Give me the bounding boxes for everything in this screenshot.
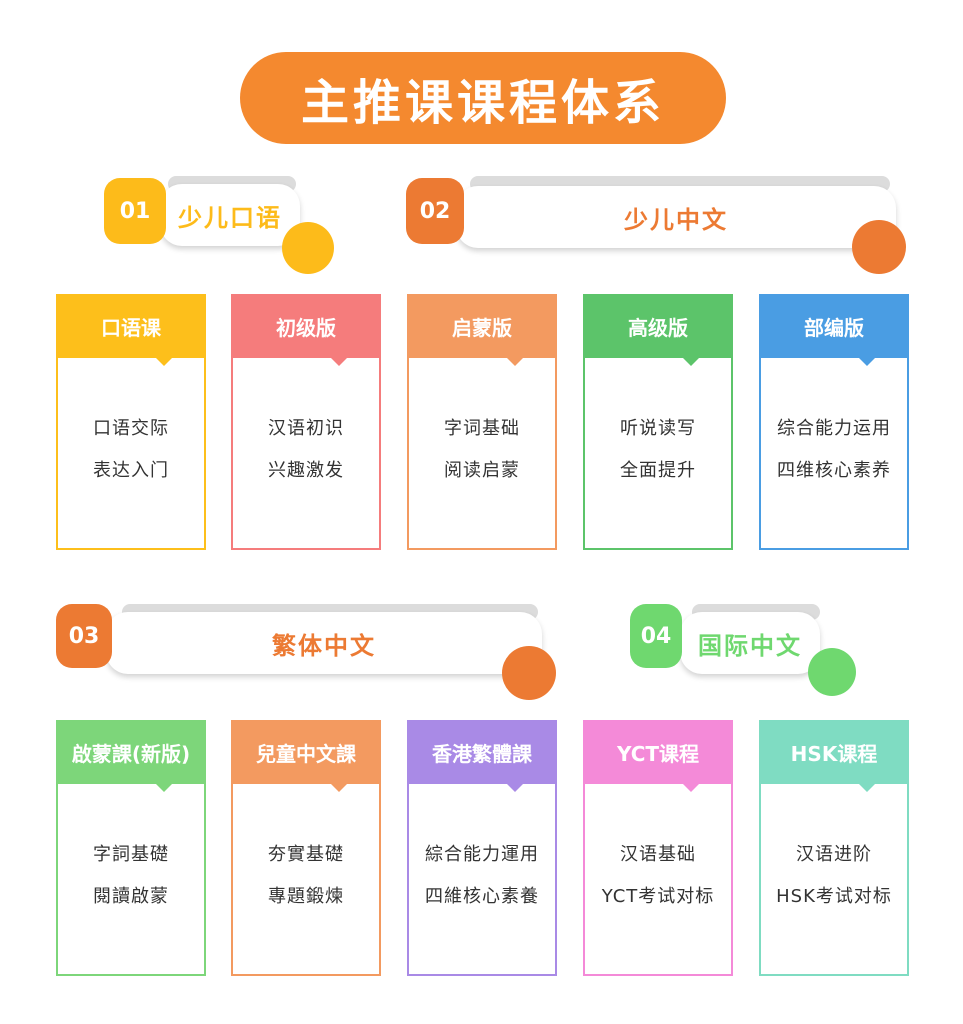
course-card[interactable]: 启蒙版 字词基础 阅读启蒙 [407,294,557,550]
course-card-title: 啟蒙課(新版) [56,720,206,792]
course-card-line: 四维核心素养 [777,460,891,481]
course-card-line: 听说读写 [620,418,696,439]
course-card-title: HSK课程 [759,720,909,792]
section-number-04: 04 [630,604,682,668]
course-card-line: YCT考试对标 [601,886,715,907]
course-card-title: YCT课程 [583,720,733,792]
section-number-03: 03 [56,604,112,668]
course-card-line: 全面提升 [620,460,696,481]
course-card-line: 綜合能力運用 [425,844,539,865]
course-card-title: 香港繁體課 [407,720,557,792]
course-card[interactable]: 初级版 汉语初识 兴趣激发 [231,294,381,550]
course-card-line: 閱讀啟蒙 [93,886,169,907]
course-card-title: 兒童中文課 [231,720,381,792]
course-card-line: 综合能力运用 [777,418,891,439]
course-card-line: 表达入门 [93,460,169,481]
section-number-01: 01 [104,178,166,244]
section-circle-02 [852,220,906,274]
section-label-02: 少儿中文 [456,186,896,248]
course-card-line: 兴趣激发 [268,460,344,481]
section-circle-04 [808,648,856,696]
course-card[interactable]: 部编版 综合能力运用 四维核心素养 [759,294,909,550]
course-card-title: 口语课 [56,294,206,366]
course-card[interactable]: HSK课程 汉语进阶 HSK考试对标 [759,720,909,976]
course-card-line: HSK考试对标 [776,886,892,907]
page-title: 主推课课程体系 [240,52,726,144]
course-card[interactable]: 啟蒙課(新版) 字詞基礎 閱讀啟蒙 [56,720,206,976]
course-card-line: 汉语进阶 [796,844,872,865]
course-card-line: 字词基础 [444,418,520,439]
course-card-line: 四維核心素養 [425,886,539,907]
section-circle-03 [502,646,556,700]
course-card-line: 汉语初识 [268,418,344,439]
section-circle-01 [282,222,334,274]
course-card-title: 启蒙版 [407,294,557,366]
course-card-line: 阅读启蒙 [444,460,520,481]
course-card[interactable]: YCT课程 汉语基础 YCT考试对标 [583,720,733,976]
course-card-title: 部编版 [759,294,909,366]
course-card[interactable]: 口语课 口语交际 表达入门 [56,294,206,550]
course-card-line: 夯實基礎 [268,844,344,865]
section-label-04: 国际中文 [680,612,820,674]
course-card-line: 字詞基礎 [93,844,169,865]
course-card-title: 高级版 [583,294,733,366]
course-card-line: 專題鍛煉 [268,886,344,907]
course-card-line: 口语交际 [93,418,169,439]
course-card-title: 初级版 [231,294,381,366]
section-number-02: 02 [406,178,464,244]
course-card[interactable]: 兒童中文課 夯實基礎 專題鍛煉 [231,720,381,976]
course-card[interactable]: 香港繁體課 綜合能力運用 四維核心素養 [407,720,557,976]
course-card-line: 汉语基础 [620,844,696,865]
course-card[interactable]: 高级版 听说读写 全面提升 [583,294,733,550]
section-label-03: 繁体中文 [106,612,542,674]
section-label-01: 少儿口语 [160,184,300,246]
